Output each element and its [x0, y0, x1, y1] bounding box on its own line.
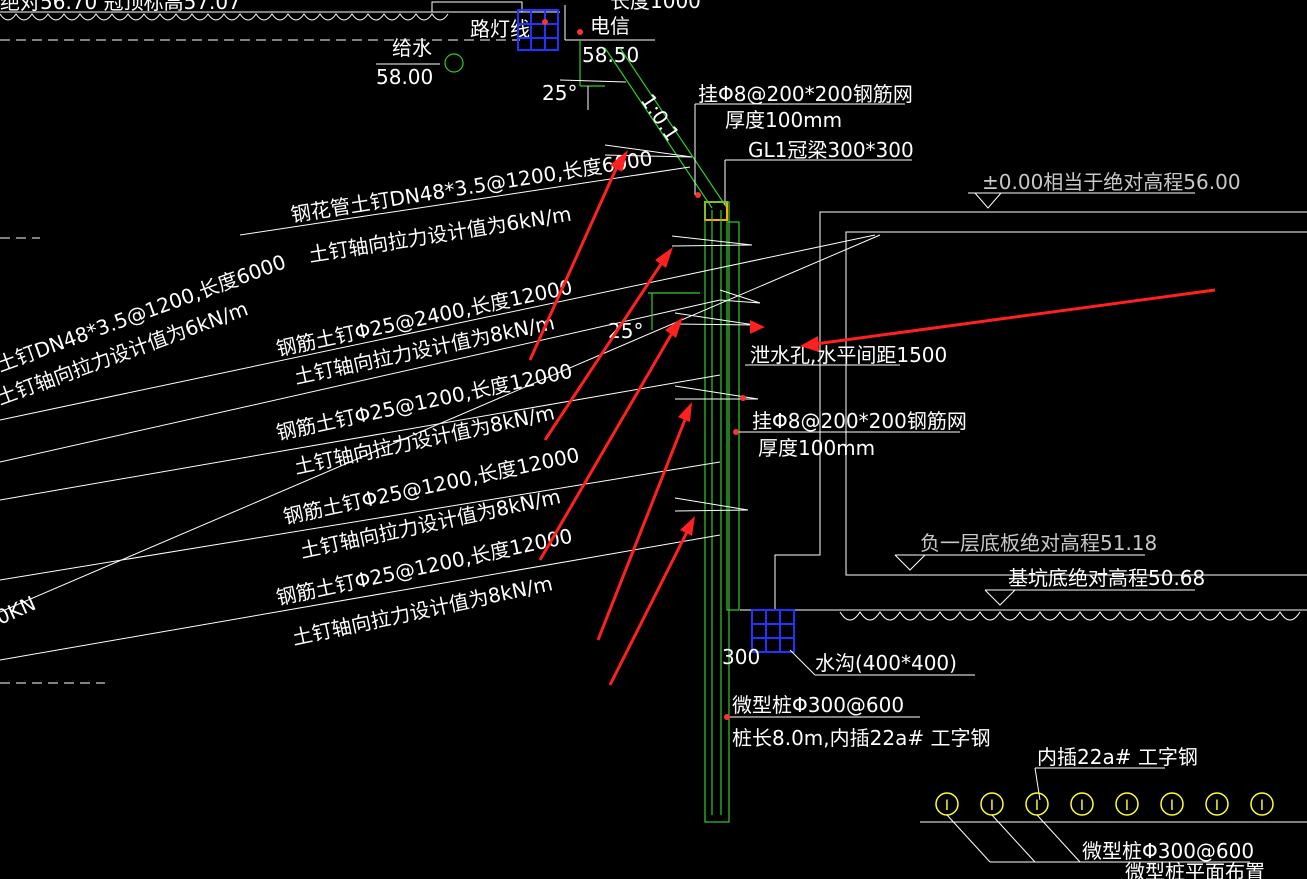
dim-300: 300 [722, 645, 760, 669]
ground-surface-top [0, 1, 560, 41]
nail-angle: 25° [608, 319, 643, 343]
i-beam-icon: I [1035, 798, 1039, 814]
pit-bottom-ground [740, 609, 1307, 621]
plan-title: 微型桩平面布置 [1125, 860, 1265, 879]
micro-pile-plan-label: 微型桩Φ300@600 [1082, 839, 1254, 863]
pit-bottom-label: 基坑底绝对高程50.68 [1008, 566, 1205, 590]
i-beam-icon: I [1080, 798, 1084, 814]
plan-piles: I I I I I I I I [920, 792, 1307, 863]
basement-floor-label: 负一层底板绝对高程51.18 [920, 531, 1157, 555]
telecom-label: 电信 [590, 14, 630, 38]
water-pipe-icon [444, 53, 464, 73]
drain-hole-label: 泄水孔,水平间距1500 [750, 343, 947, 367]
i-beam-icon: I [945, 798, 949, 814]
street-light-drain-icon [517, 9, 559, 51]
slope-angle-top: 25° [542, 81, 577, 105]
thickness-top-label: 厚度100mm [725, 108, 842, 132]
mesh-mid-label: 挂Φ8@200*200钢筋网 [752, 409, 967, 433]
nail1-spec: 钢花管土钉DN48*3.5@1200,长度6000 [289, 146, 654, 227]
crown-beam-label: GL1冠梁300*300 [748, 138, 914, 162]
i-beam-icon: I [1215, 798, 1219, 814]
basement-structure [774, 211, 1307, 610]
slope-face [559, 40, 728, 209]
ditch-label: 水沟(400*400) [815, 651, 957, 675]
ditch-drain-icon [751, 609, 795, 653]
water-elev: 58.00 [376, 65, 433, 89]
length-top-label: 长度1000 [610, 0, 701, 13]
inner-ibeam-label: 内插22a# 工字钢 [1037, 745, 1198, 769]
left-kn-label: 0KN [0, 591, 39, 630]
red-arrows [528, 150, 1216, 686]
i-beam-icon: I [1260, 798, 1264, 814]
slope-ratio: 1:0.1 [636, 89, 685, 145]
i-beam-icon: I [1125, 798, 1129, 814]
i-beam-icon: I [1170, 798, 1174, 814]
thickness-mid-label: 厚度100mm [758, 436, 875, 460]
top-cut-label: 绝对56.70 冠顶标高57.07 [0, 0, 241, 14]
water-label: 给水 [392, 36, 432, 60]
datum-label: ±0.00相当于绝对高程56.00 [982, 170, 1241, 194]
mesh-top-label: 挂Φ8@200*200钢筋网 [698, 82, 913, 106]
micro-pile-label: 微型桩Φ300@600 [732, 693, 904, 717]
pile-length-label: 桩长8.0m,内插22a# 工字钢 [732, 726, 990, 750]
soil-nails [0, 144, 881, 684]
micro-pile-section [704, 201, 740, 823]
i-beam-icon: I [990, 798, 994, 814]
